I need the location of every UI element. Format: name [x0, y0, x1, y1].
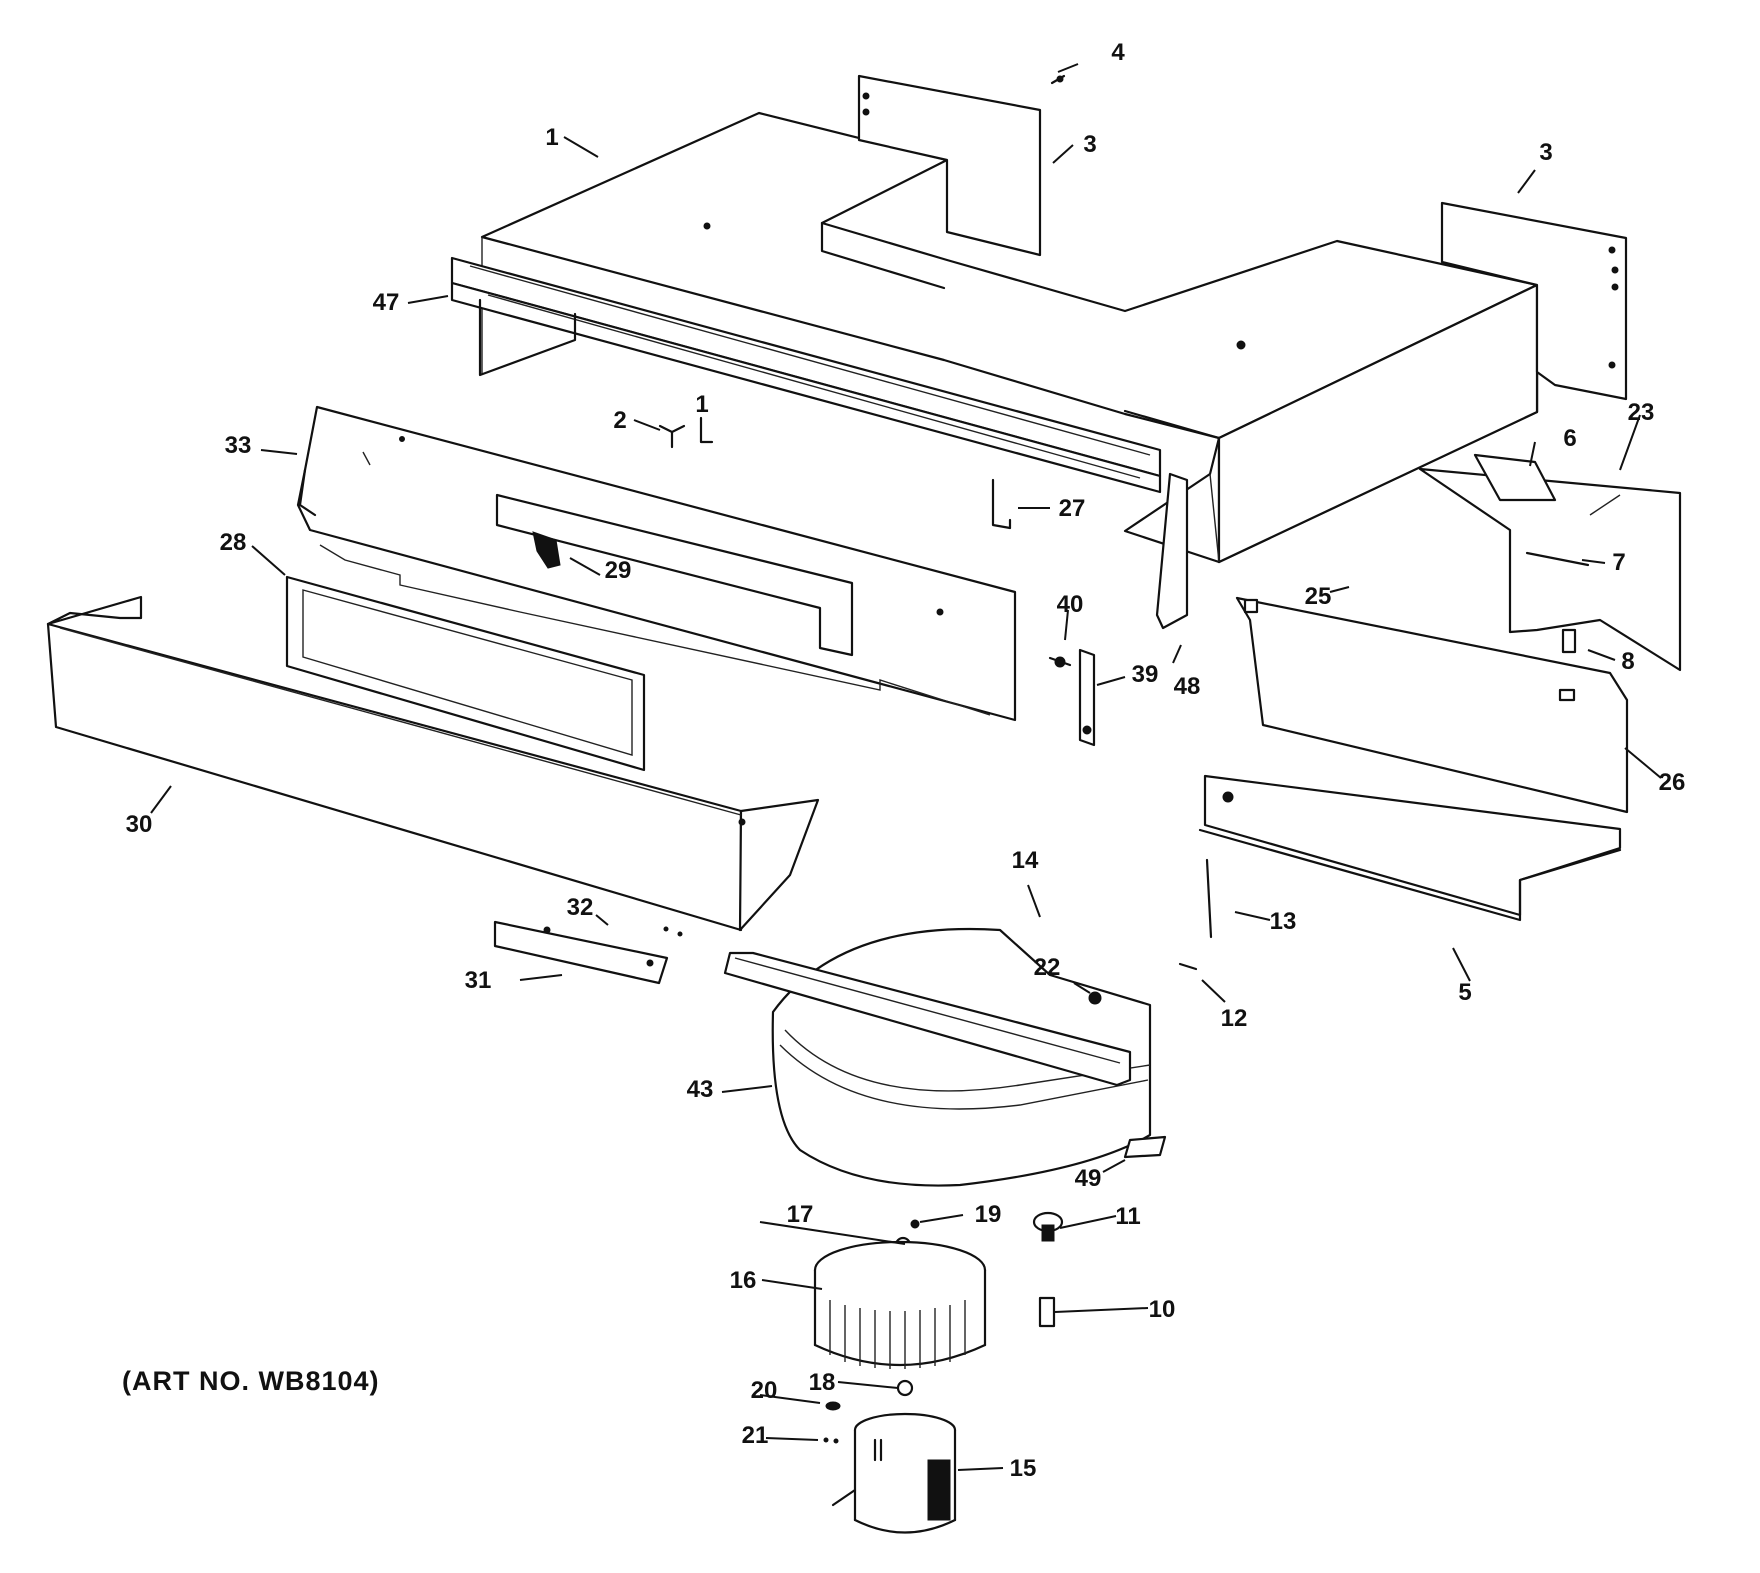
callout-1: 1	[545, 124, 558, 151]
callout-29: 29	[605, 557, 632, 584]
callout-17: 17	[787, 1201, 814, 1228]
part-49-clip	[1123, 1135, 1167, 1159]
part-motor	[831, 1412, 957, 1534]
part-housing	[480, 111, 1539, 564]
callout-49: 49	[1075, 1165, 1102, 1192]
part-spacer-32	[663, 926, 683, 937]
callout-10: 10	[1149, 1296, 1176, 1323]
callout-26: 26	[1659, 769, 1686, 796]
part-5-tray	[1198, 774, 1622, 922]
part-10-plug	[1038, 1296, 1056, 1328]
part-39-bracket	[1078, 648, 1096, 747]
part-blower-wheel	[813, 1240, 987, 1369]
part-filter	[285, 575, 646, 772]
callout-48: 48	[1174, 673, 1201, 700]
callout-18: 18	[809, 1369, 836, 1396]
part-20-21-hardware	[823, 1401, 841, 1444]
part-sub-panel	[495, 493, 854, 657]
callout-32: 32	[567, 894, 594, 921]
part-trim-rail	[450, 256, 1162, 494]
callout-5: 5	[1458, 979, 1471, 1006]
callout-39: 39	[1132, 661, 1159, 688]
callout-20: 20	[751, 1377, 778, 1404]
part-40-bolt	[1048, 656, 1072, 668]
callout-15: 15	[1010, 1455, 1037, 1482]
callout-47: 47	[373, 289, 400, 316]
part-front-panel	[46, 595, 820, 932]
callout-22: 22	[1034, 954, 1061, 981]
callout-4: 4	[1111, 39, 1125, 66]
part-12-spring	[1178, 962, 1198, 971]
callout-labels: 1 2 1 3 3 4 5 6 7 8 10 11 12 13 14 15 16…	[126, 39, 1686, 1482]
part-side-plate-right	[1440, 201, 1628, 401]
callout-12: 12	[1221, 1005, 1248, 1032]
callout-40: 40	[1057, 591, 1084, 618]
part-22-screw	[1088, 991, 1102, 1005]
part-strip-31	[493, 920, 669, 985]
part-18-hub	[896, 1379, 914, 1397]
callout-3b: 3	[1539, 139, 1552, 166]
art-number-caption: (ART NO. WB8104)	[122, 1366, 380, 1396]
part-mounting-rail	[723, 951, 1132, 1087]
callout-33: 33	[225, 432, 252, 459]
part-box-23	[1418, 453, 1682, 672]
callout-1b: 1	[695, 391, 708, 418]
callout-31: 31	[465, 967, 492, 994]
callout-13: 13	[1270, 908, 1297, 935]
callout-16: 16	[730, 1267, 757, 1294]
callout-28: 28	[220, 529, 247, 556]
callout-30: 30	[126, 811, 153, 838]
callout-6: 6	[1563, 425, 1576, 452]
callout-3a: 3	[1083, 131, 1096, 158]
callout-21: 21	[742, 1422, 769, 1449]
callout-43: 43	[687, 1076, 714, 1103]
callout-25: 25	[1305, 583, 1332, 610]
part-bracket-27	[991, 478, 1012, 530]
part-screw-2	[658, 416, 714, 449]
callout-14: 14	[1012, 847, 1039, 874]
part-13-screw	[1205, 858, 1213, 939]
callout-23: 23	[1628, 399, 1655, 426]
part-side-plate-left	[857, 74, 1042, 257]
part-26-panel	[1235, 596, 1629, 814]
callout-8: 8	[1621, 648, 1634, 675]
part-8-pin	[1561, 628, 1577, 654]
callout-27: 27	[1059, 495, 1086, 522]
part-screw-4	[1050, 74, 1066, 85]
callout-7: 7	[1612, 549, 1625, 576]
callout-2: 2	[613, 407, 626, 434]
callout-11: 11	[1115, 1203, 1140, 1230]
part-wedge	[1155, 472, 1189, 630]
part-11-knob	[1032, 1211, 1064, 1242]
callout-19: 19	[975, 1201, 1002, 1228]
leader-lines	[150, 63, 1662, 1471]
